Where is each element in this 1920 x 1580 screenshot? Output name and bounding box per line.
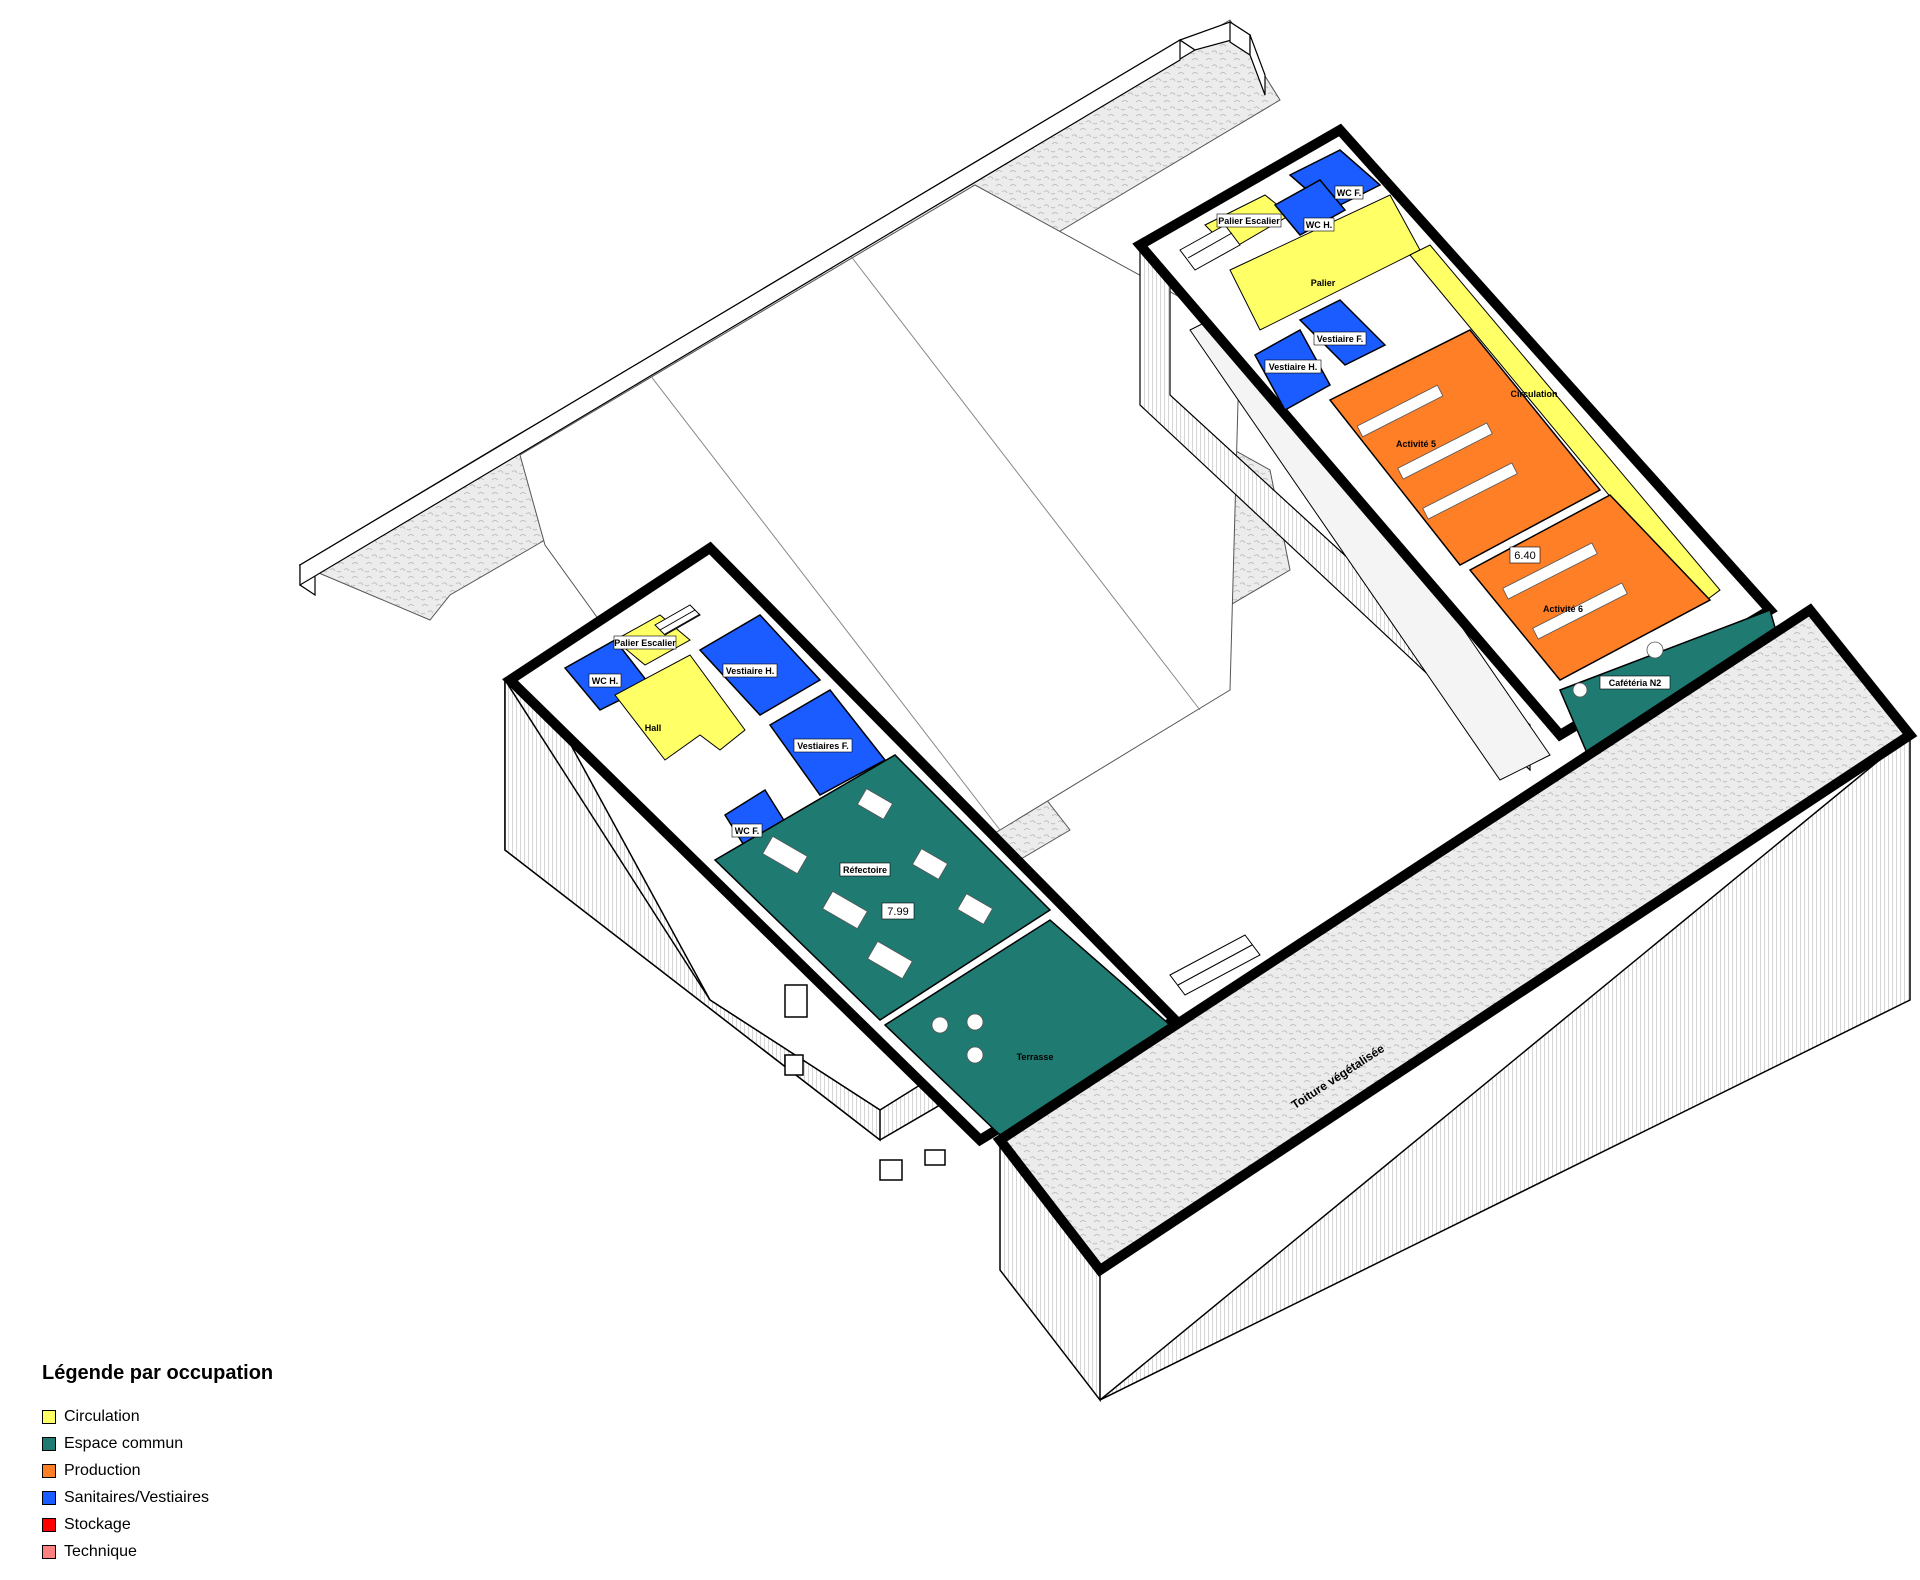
- parapet-wall: [298, 20, 1266, 597]
- green-roof-facade: [1099, 733, 1911, 1401]
- window: [784, 984, 808, 1018]
- right-building: [1132, 123, 1791, 781]
- circulation-area: [1409, 244, 1721, 606]
- legend-swatch: [42, 1544, 56, 1559]
- legend-item: Technique: [42, 1538, 362, 1565]
- legend-label: Sanitaires/Vestiaires: [64, 1488, 209, 1506]
- room-label-palier-escalier-left: Palier Escalier: [614, 638, 676, 648]
- legend-label: Production: [64, 1461, 141, 1479]
- legend-swatch: [42, 1463, 56, 1478]
- refectoire-area: [713, 754, 1052, 1021]
- courtyard-line: [849, 254, 1201, 711]
- legend-swatch: [42, 1409, 56, 1424]
- room-label-palier-escalier-right: Palier Escalier: [1218, 216, 1280, 226]
- legend-item: Production: [42, 1457, 362, 1484]
- stair-corner: [1169, 934, 1261, 996]
- legend-swatch: [42, 1490, 56, 1505]
- green-roof-surface: [992, 603, 1918, 1277]
- hall-area: [614, 654, 746, 761]
- wc-h-right-area: [1273, 179, 1347, 236]
- cafeteria-tables: [1572, 641, 1664, 698]
- legend-item: Circulation: [42, 1403, 362, 1430]
- legend: Légende par occupation Circulation Espac…: [42, 1362, 362, 1565]
- window: [879, 1159, 903, 1181]
- legend-label: Circulation: [64, 1407, 140, 1425]
- room-label-vestiaire-h-left: Vestiaire H.: [726, 666, 775, 676]
- legend-item: Sanitaires/Vestiaires: [42, 1484, 362, 1511]
- window: [784, 1054, 804, 1076]
- level-marker-799: 7.99: [887, 906, 908, 918]
- stair-left: [654, 604, 701, 636]
- room-label-vestiaire-h-right: Vestiaire H.: [1269, 362, 1318, 372]
- refectoire-tables: [762, 788, 994, 980]
- legend-item: Espace commun: [42, 1430, 362, 1457]
- room-label-palier: Palier: [1311, 278, 1336, 288]
- room-labels: Palier Escalier WC F. WC H. Palier Vesti…: [588, 185, 1671, 1112]
- room-label-circulation: Circulation: [1510, 389, 1557, 399]
- left-building-side: [504, 677, 881, 1142]
- window: [924, 1149, 946, 1166]
- terrasse-tables: [931, 1013, 984, 1064]
- room-label-wc-h-left: WC H.: [592, 676, 619, 686]
- room-label-hall: Hall: [645, 723, 662, 733]
- room-label-activite5: Activité 5: [1396, 439, 1436, 449]
- legend-swatch: [42, 1436, 56, 1451]
- legend-label: Stockage: [64, 1515, 131, 1533]
- courtyard-line: [649, 374, 1001, 831]
- room-label-wc-h-right: WC H.: [1306, 220, 1333, 230]
- room-label-refectoire: Réfectoire: [843, 865, 887, 875]
- legend-items: Circulation Espace commun Production San…: [42, 1403, 362, 1565]
- legend-item: Stockage: [42, 1511, 362, 1538]
- activite6-area: [1468, 494, 1712, 681]
- legend-label: Espace commun: [64, 1434, 184, 1452]
- room-label-wc-f-right: WC F.: [1337, 188, 1362, 198]
- room-label-wc-f-left: WC F.: [735, 826, 760, 836]
- room-label-activite6: Activité 6: [1543, 604, 1583, 614]
- green-roof-band: [992, 603, 1918, 1403]
- room-label-terrasse: Terrasse: [1017, 1052, 1054, 1062]
- legend-title: Légende par occupation: [42, 1362, 274, 1384]
- level-marker-640: 6.40: [1514, 550, 1535, 562]
- room-label-cafeteria: Cafétéria N2: [1609, 678, 1662, 688]
- legend-swatch: [42, 1517, 56, 1532]
- room-label-vestiaire-f-right: Vestiaire F.: [1317, 334, 1364, 344]
- stair-right: [1179, 224, 1241, 271]
- legend-label: Technique: [64, 1542, 137, 1560]
- activite-workbenches: [1356, 384, 1628, 640]
- room-label-vestiaires-f-left: Vestiaires F.: [797, 741, 849, 751]
